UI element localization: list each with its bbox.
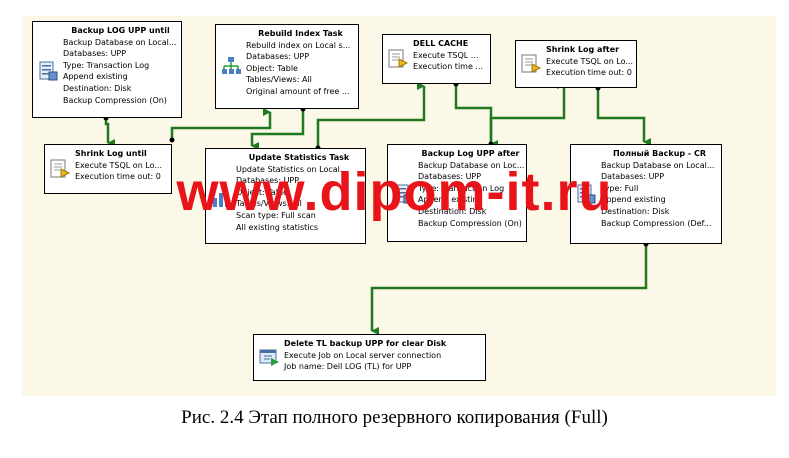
task-title: Полный Backup - CR — [612, 149, 707, 158]
task-detail: Databases: UPP — [418, 172, 482, 182]
task-detail: Execute Job on Local server connection — [284, 350, 442, 360]
connector-shrink-to-rebuild[interactable] — [170, 108, 272, 140]
task-detail: Backup Database on Loc... — [418, 160, 525, 170]
connector-dellcache-to-backupafter[interactable] — [454, 84, 498, 148]
execute-job-icon — [258, 346, 280, 368]
task-title: Shrink Log until — [75, 149, 147, 158]
task-detail: Tables/Views: All — [236, 199, 302, 209]
task-detail: Backup Database on Local... — [601, 160, 715, 170]
task-rebuild-index[interactable]: Rebuild Index Task Rebuild index on Loca… — [215, 24, 359, 109]
task-detail: Databases: UPP — [601, 172, 665, 182]
task-detail: Type: Transaction Log — [418, 183, 505, 193]
task-shrink-log-until[interactable]: Shrink Log until Execute TSQL on Lo... E… — [44, 144, 172, 194]
task-backup-log-until[interactable]: Backup LOG UPP until Backup Database on … — [32, 21, 182, 118]
connector-backupafter-to-shrinkafter[interactable] — [489, 81, 566, 144]
task-detail: Databases: UPP — [246, 52, 310, 62]
task-title: Update Statistics Task — [248, 153, 350, 162]
connector-update-to-dellcache[interactable] — [316, 82, 426, 148]
task-detail: Rebuild index on Local s... — [246, 40, 351, 50]
task-detail: Execute TSQL on Lo... — [75, 160, 163, 170]
task-detail: Databases: UPP — [63, 49, 127, 59]
task-title: Shrink Log after — [546, 45, 620, 54]
task-title: DELL CACHE — [413, 39, 469, 48]
task-detail: Job name: Dell LOG (TL) for UPP — [284, 362, 412, 372]
task-detail: Append existing — [63, 72, 128, 82]
task-title: Backup Log UPP after — [421, 149, 520, 158]
backup-database-icon — [575, 183, 597, 205]
task-detail: All existing statistics — [236, 222, 319, 232]
connector-backup-to-shrink[interactable] — [104, 118, 115, 147]
task-title: Backup LOG UPP until — [71, 26, 170, 35]
task-detail: Append existing — [601, 195, 666, 205]
task-detail: Type: Transaction Log — [63, 60, 150, 70]
task-detail: Original amount of free ... — [246, 86, 350, 96]
rebuild-index-icon — [220, 55, 242, 77]
task-detail: Update Statistics on Local... — [236, 164, 348, 174]
update-statistics-icon — [210, 187, 232, 209]
connector-shrinkafter-to-fullbackup[interactable] — [596, 88, 651, 146]
task-detail: Scan type: Full scan — [236, 210, 316, 220]
task-detail: Destination: Disk — [601, 206, 670, 216]
connector-rebuild-to-update[interactable] — [250, 109, 305, 150]
backup-database-icon — [392, 183, 414, 205]
task-detail: Execute TSQL ... — [413, 50, 479, 60]
task-shrink-log-after[interactable]: Shrink Log after Execute TSQL on Lo... E… — [515, 40, 637, 88]
task-detail: Destination: Disk — [418, 206, 487, 216]
backup-database-icon — [37, 60, 59, 82]
task-full-backup[interactable]: Полный Backup - CR Backup Database on Lo… — [570, 144, 722, 244]
figure-caption: Рис. 2.4 Этап полного резервного копиров… — [181, 407, 608, 428]
task-title: Rebuild Index Task — [258, 29, 343, 38]
task-detail: Type: Full — [601, 183, 639, 193]
task-detail: Execution time out: 0 — [546, 68, 632, 78]
task-detail: Backup Compression (On) — [418, 218, 522, 228]
task-dell-cache[interactable]: DELL CACHE Execute TSQL ... Execution ti… — [382, 34, 491, 84]
task-detail: Object: Table — [236, 187, 288, 197]
task-delete-tl-backup[interactable]: Delete TL backup UPP for clear Disk Exec… — [253, 334, 486, 381]
task-detail: Object: Table — [246, 63, 298, 73]
task-backup-log-after[interactable]: Backup Log UPP after Backup Database on … — [387, 144, 527, 242]
task-title: Delete TL backup UPP for clear Disk — [284, 339, 447, 348]
task-detail: Backup Compression (Def... — [601, 218, 712, 228]
task-detail: Backup Compression (On) — [63, 95, 167, 105]
execute-tsql-icon — [49, 157, 71, 179]
task-detail: Execution time ... — [413, 62, 484, 72]
task-update-statistics[interactable]: Update Statistics Task Update Statistics… — [205, 148, 366, 244]
task-detail: Destination: Disk — [63, 83, 132, 93]
execute-tsql-icon — [520, 52, 542, 74]
execute-tsql-icon — [387, 47, 409, 69]
connector-fullbackup-to-delete[interactable] — [370, 244, 648, 335]
task-detail: Tables/Views: All — [246, 75, 312, 85]
task-detail: Execute TSQL on Lo... — [546, 56, 634, 66]
task-detail: Backup Database on Local... — [63, 37, 177, 47]
task-detail: Append existing — [418, 195, 483, 205]
task-detail: Execution time out: 0 — [75, 172, 161, 182]
task-detail: Databases: UPP — [236, 176, 300, 186]
